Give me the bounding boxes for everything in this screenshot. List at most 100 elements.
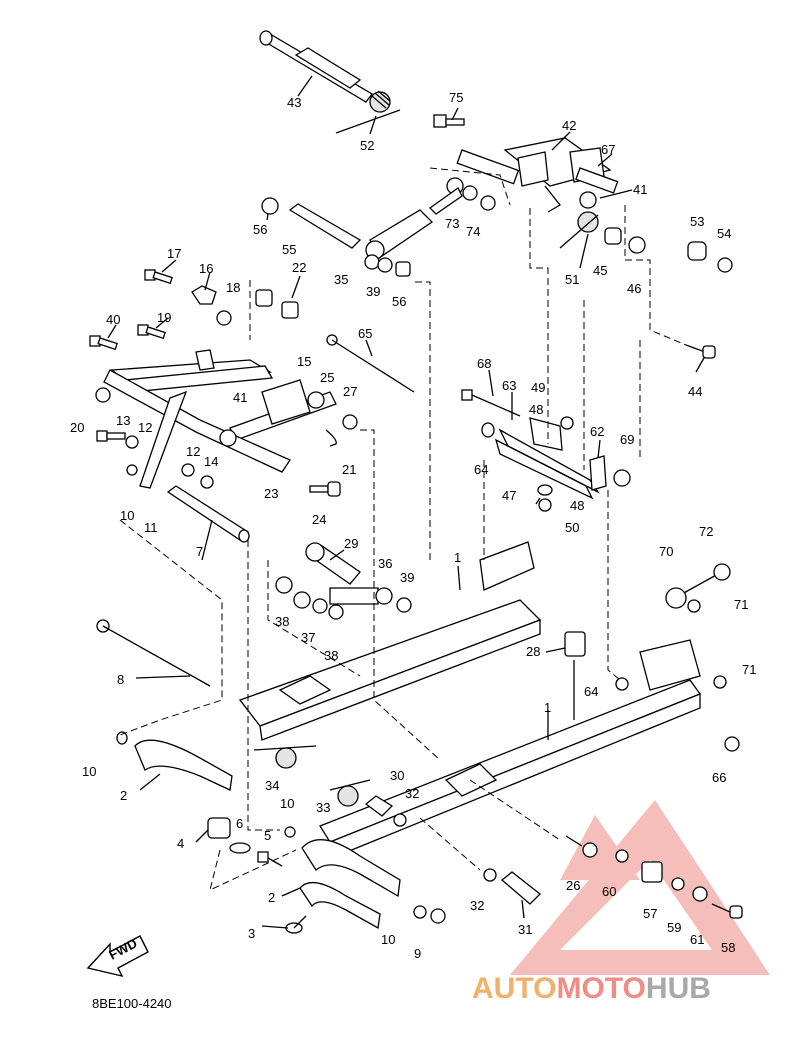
callout-21: 21	[342, 462, 356, 477]
callout-16: 16	[199, 261, 213, 276]
bolt-26	[565, 835, 598, 858]
bolt-49	[560, 416, 574, 430]
callout-38-b: 38	[324, 648, 338, 663]
collar-57	[641, 861, 663, 883]
swing-arm-23	[95, 369, 291, 489]
callout-50: 50	[565, 520, 579, 535]
collar-41-upper	[579, 191, 597, 209]
bolt-19	[137, 324, 166, 340]
ski-2-lower	[299, 839, 401, 930]
callout-7: 7	[196, 544, 203, 559]
callout-4: 4	[177, 836, 184, 851]
washer-64a	[481, 422, 495, 438]
watermark-logo	[510, 800, 770, 975]
callout-71-lower: 71	[742, 662, 756, 677]
bolt-40	[89, 335, 118, 351]
bushing-30	[364, 795, 407, 827]
callout-61: 61	[690, 932, 704, 947]
callout-10-d: 10	[381, 932, 395, 947]
washer-10d	[413, 905, 427, 919]
callout-31: 31	[518, 922, 532, 937]
callout-65: 65	[358, 326, 372, 341]
bolt-13	[96, 430, 126, 442]
callout-45: 45	[593, 263, 607, 278]
block-28	[564, 631, 586, 657]
washer-10a	[126, 464, 138, 476]
callout-13: 13	[116, 413, 130, 428]
clip-6	[229, 842, 251, 854]
washer-59	[671, 877, 685, 891]
shock-55	[261, 187, 463, 260]
callout-44: 44	[688, 384, 702, 399]
spring-34	[253, 745, 317, 769]
callout-40: 40	[106, 312, 120, 327]
nut-14	[200, 475, 214, 489]
spring-52	[335, 90, 401, 134]
callout-46: 46	[627, 281, 641, 296]
callout-27: 27	[343, 384, 357, 399]
callout-64-lower: 64	[584, 684, 598, 699]
washer-10c	[284, 826, 296, 838]
bolt-75	[433, 114, 465, 128]
callout-2-lower: 2	[268, 890, 275, 905]
drawing-code: 8BE100-4240	[92, 996, 172, 1011]
nut-18	[216, 310, 232, 326]
callout-73: 73	[445, 216, 459, 231]
callout-69: 69	[620, 432, 634, 447]
washer-48	[537, 484, 553, 496]
callout-48-lower: 48	[570, 498, 584, 513]
callout-14: 14	[204, 454, 218, 469]
callout-52: 52	[360, 138, 374, 153]
callout-33: 33	[316, 800, 330, 815]
callout-28: 28	[526, 644, 540, 659]
callout-23: 23	[264, 486, 278, 501]
callout-67: 67	[601, 142, 615, 157]
leader-lines	[107, 75, 705, 929]
shaft-7	[166, 485, 250, 543]
scissor-plates	[110, 349, 274, 393]
callout-22: 22	[292, 260, 306, 275]
callout-labels: 43 52 75 42 67 41 56 55 73 74 51 45 46 5…	[70, 90, 756, 961]
washer-64b	[615, 677, 629, 691]
callout-64-upper: 64	[474, 462, 488, 477]
bolt-24	[309, 481, 341, 497]
callout-37: 37	[301, 630, 315, 645]
callout-1-lower: 1	[544, 700, 551, 715]
nut-61	[692, 886, 708, 902]
callout-36: 36	[378, 556, 392, 571]
fwd-arrow-icon: FWD	[86, 935, 149, 978]
watermark-hub: HUB	[646, 972, 711, 1005]
rear-pivot-bracket-42	[456, 137, 619, 213]
callout-18: 18	[226, 280, 240, 295]
slide-rail-1-upper	[238, 541, 542, 741]
callout-5: 5	[264, 828, 271, 843]
callout-2-upper: 2	[120, 788, 127, 803]
callout-10-a: 10	[120, 508, 134, 523]
bolt-17	[144, 269, 173, 285]
axle-36	[329, 587, 412, 613]
callout-8: 8	[117, 672, 124, 687]
callout-49: 49	[531, 380, 545, 395]
spring-51	[559, 211, 599, 249]
callout-26: 26	[566, 878, 580, 893]
watermark-moto: MOTO	[556, 972, 645, 1005]
callout-15: 15	[297, 354, 311, 369]
nut-50	[538, 498, 552, 512]
spring-33	[329, 779, 371, 807]
callout-53: 53	[690, 214, 704, 229]
callout-70: 70	[659, 544, 673, 559]
washer-12a	[125, 435, 139, 449]
cap-53-54	[687, 241, 733, 273]
callout-68: 68	[477, 356, 491, 371]
callout-25: 25	[320, 370, 334, 385]
callout-51: 51	[565, 272, 579, 287]
callout-39-upper: 39	[366, 284, 380, 299]
callout-1-upper: 1	[454, 550, 461, 565]
callout-55: 55	[282, 242, 296, 257]
bushings-45-46	[604, 227, 646, 254]
callout-42: 42	[562, 118, 576, 133]
collars-35-39-56	[364, 254, 411, 277]
bushing-31	[500, 871, 541, 905]
callout-41-upper: 41	[633, 182, 647, 197]
